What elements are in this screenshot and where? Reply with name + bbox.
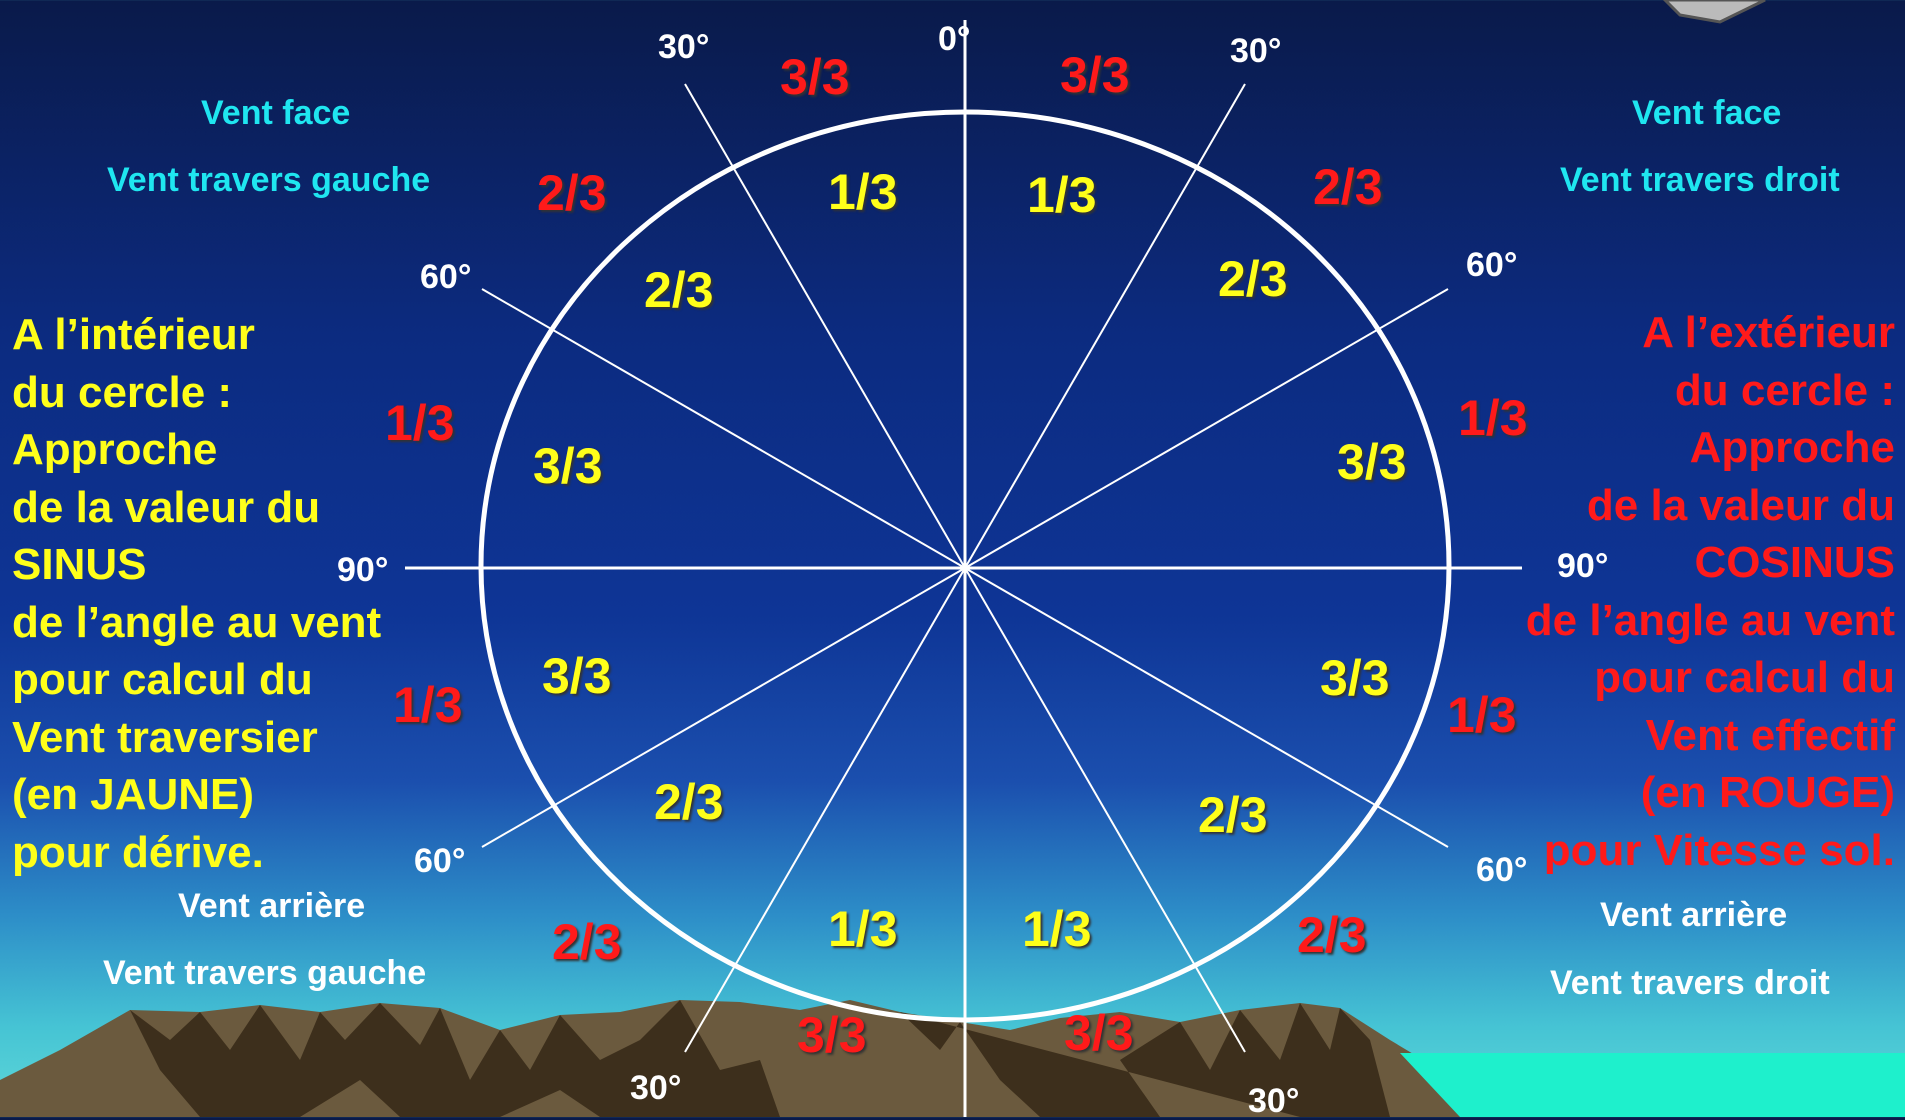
sinus-line: Vent traversier xyxy=(12,712,318,762)
angle-label-90-right: 90° xyxy=(1557,547,1609,585)
cosinus-line: de la valeur du xyxy=(1586,480,1895,530)
cosinus-line: A l’extérieur xyxy=(1642,308,1895,357)
cosinus-line: COSINUS xyxy=(1694,538,1895,587)
outer-fraction: 2/3 xyxy=(537,165,607,221)
angle-label-0: 0° xyxy=(938,20,971,58)
cosinus-line: Approche xyxy=(1689,423,1895,472)
inner-fraction: 2/3 xyxy=(1218,251,1288,307)
sinus-line: SINUS xyxy=(12,540,147,589)
outer-fraction: 3/3 xyxy=(1064,1005,1134,1061)
angle-label-30-bottom-left: 30° xyxy=(630,1069,682,1107)
label-vent-travers-droit-bottom: Vent travers droit xyxy=(1550,964,1830,1002)
teal-ground xyxy=(1400,1053,1905,1117)
line-60-right-bottom xyxy=(964,567,1449,848)
sinus-line: de l’angle au vent xyxy=(12,597,382,647)
line-60-left-bottom xyxy=(481,567,966,848)
cosinus-line: (en ROUGE) xyxy=(1640,768,1895,817)
outer-fraction: 3/3 xyxy=(780,49,850,105)
sinus-explanation: A l’intérieur du cercle : Approche de la… xyxy=(12,306,381,881)
outer-fraction: 1/3 xyxy=(393,677,463,733)
line-60-right-top xyxy=(964,288,1449,569)
angle-label-60-top-right: 60° xyxy=(1466,246,1518,284)
outer-fraction: 2/3 xyxy=(552,914,622,970)
inner-fraction: 2/3 xyxy=(1198,787,1268,843)
mountain-shadows-right xyxy=(900,1003,1390,1117)
label-vent-travers-droit-top: Vent travers droit xyxy=(1560,161,1840,199)
inner-fraction: 2/3 xyxy=(654,774,724,830)
sinus-line: de la valeur du xyxy=(12,482,321,532)
inner-fraction: 1/3 xyxy=(1027,167,1097,223)
inner-fraction: 3/3 xyxy=(1337,434,1407,490)
line-30-right-top xyxy=(964,83,1246,569)
inner-fraction: 3/3 xyxy=(542,648,612,704)
mountain-shadows xyxy=(130,1000,780,1117)
cosinus-line: Vent effectif xyxy=(1645,710,1895,760)
sinus-line: du cercle : xyxy=(12,367,233,417)
angle-label-60-bottom-right: 60° xyxy=(1476,851,1528,889)
outer-fraction: 3/3 xyxy=(1060,47,1130,103)
outer-fraction: 1/3 xyxy=(1458,390,1528,446)
sinus-line: (en JAUNE) xyxy=(12,770,255,819)
line-30-left-top xyxy=(684,83,966,569)
sinus-line: pour calcul du xyxy=(12,655,313,704)
sinus-line: Approche xyxy=(12,425,218,474)
inner-fraction: 1/3 xyxy=(828,164,898,220)
cosinus-line: pour Vitesse sol. xyxy=(1543,825,1895,875)
top-right-shape xyxy=(1662,0,1766,24)
angle-label-30-bottom-right: 30° xyxy=(1248,1082,1300,1120)
outer-fraction: 2/3 xyxy=(1297,907,1367,963)
angle-label-90-left: 90° xyxy=(337,551,389,589)
cosinus-line: pour calcul du xyxy=(1594,653,1895,702)
sinus-line: pour dérive. xyxy=(12,827,264,877)
outer-fraction: 3/3 xyxy=(797,1007,867,1063)
outer-fraction: 1/3 xyxy=(385,395,455,451)
label-vent-face-right: Vent face xyxy=(1632,94,1782,132)
inner-fraction: 1/3 xyxy=(828,901,898,957)
inner-fraction: 3/3 xyxy=(533,438,603,494)
line-30-left-bottom xyxy=(684,567,966,1053)
angle-label-60-bottom-left: 60° xyxy=(414,842,466,880)
cosinus-line: du cercle : xyxy=(1674,365,1895,415)
inner-fraction: 2/3 xyxy=(644,262,714,318)
outer-fraction: 1/3 xyxy=(1447,687,1517,743)
line-30-right-bottom xyxy=(964,567,1246,1053)
label-vent-arriere-left: Vent arrière xyxy=(178,887,366,925)
sinus-line: A l’intérieur xyxy=(12,310,255,359)
inner-fraction: 3/3 xyxy=(1320,650,1390,706)
line-60-left-top xyxy=(481,288,966,569)
cosinus-explanation: A l’extérieur du cercle : Approche de la… xyxy=(1526,304,1895,879)
angle-label-30-top-left: 30° xyxy=(658,28,710,66)
inner-fraction: 1/3 xyxy=(1022,901,1092,957)
label-vent-arriere-right: Vent arrière xyxy=(1600,896,1788,934)
label-vent-face-left: Vent face xyxy=(201,94,351,132)
outer-fraction: 2/3 xyxy=(1313,159,1383,215)
angle-label-30-top-right: 30° xyxy=(1230,32,1282,70)
label-vent-travers-gauche-bottom: Vent travers gauche xyxy=(103,954,427,992)
cosinus-line: de l’angle au vent xyxy=(1525,595,1895,645)
label-vent-travers-gauche-top: Vent travers gauche xyxy=(107,161,431,199)
angle-label-60-top-left: 60° xyxy=(420,258,472,296)
